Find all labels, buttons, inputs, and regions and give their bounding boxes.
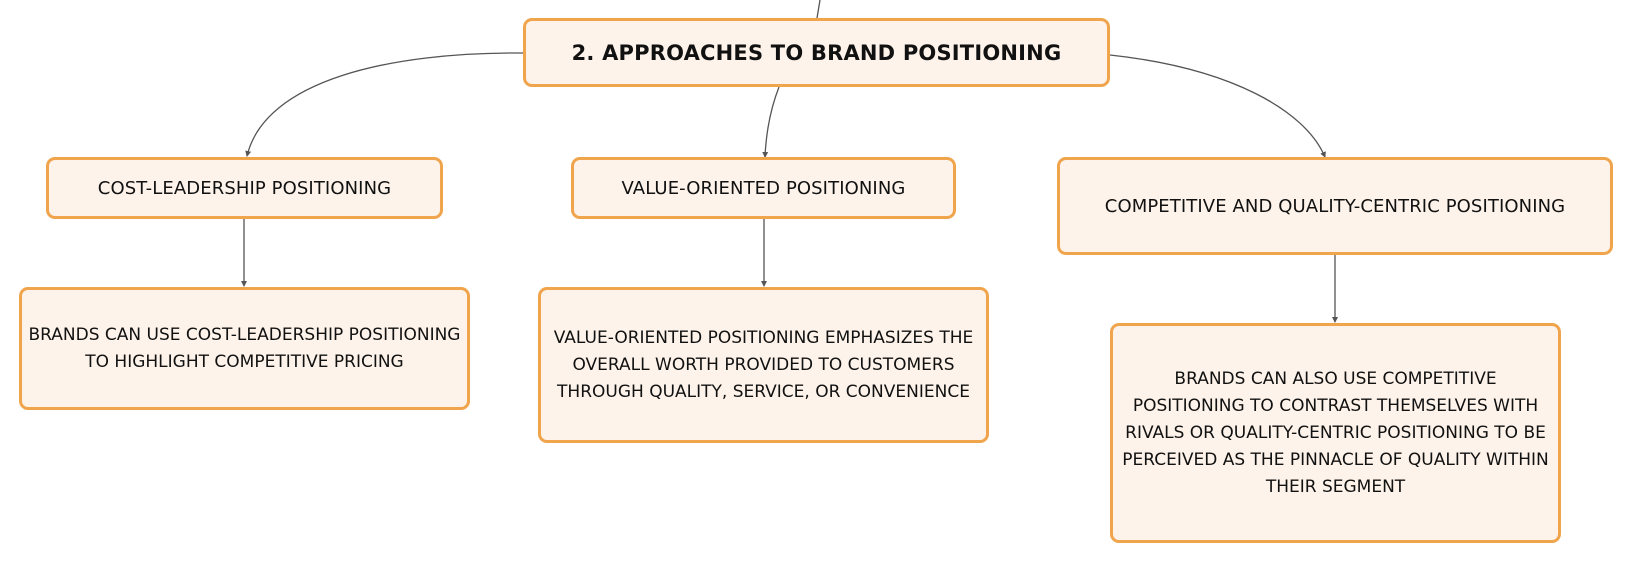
root-node-label: 2. APPROACHES TO BRAND POSITIONING	[571, 40, 1062, 65]
connector-root-to-value-oriented	[762, 86, 780, 158]
detail-node-text: BRANDS CAN ALSO USE COMPETITIVE POSITION…	[1122, 368, 1549, 497]
connector-parent-to-root	[816, 0, 821, 19]
detail-node-competitive[interactable]: BRANDS CAN ALSO USE COMPETITIVE POSITION…	[1110, 323, 1561, 543]
branch-node-value-oriented[interactable]: VALUE-ORIENTED POSITIONING	[571, 157, 956, 219]
detail-node-text: BRANDS CAN USE COST-LEADERSHIP POSITIONI…	[28, 324, 461, 372]
detail-node-cost-leadership[interactable]: BRANDS CAN USE COST-LEADERSHIP POSITIONI…	[19, 287, 470, 410]
detail-node-text: VALUE-ORIENTED POSITIONING EMPHASIZES TH…	[553, 327, 974, 402]
branch-node-cost-leadership[interactable]: COST-LEADERSHIP POSITIONING	[46, 157, 443, 219]
branch-node-label: COMPETITIVE AND QUALITY-CENTRIC POSITION…	[1104, 195, 1566, 217]
root-node[interactable]: 2. APPROACHES TO BRAND POSITIONING	[523, 18, 1110, 87]
connector-root-to-competitive	[1109, 54, 1326, 158]
branch-node-competitive[interactable]: COMPETITIVE AND QUALITY-CENTRIC POSITION…	[1057, 157, 1613, 255]
connector-root-to-cost-leadership	[245, 52, 524, 157]
detail-node-value-oriented[interactable]: VALUE-ORIENTED POSITIONING EMPHASIZES TH…	[538, 287, 989, 443]
branch-node-label: VALUE-ORIENTED POSITIONING	[621, 177, 906, 199]
branch-node-label: COST-LEADERSHIP POSITIONING	[97, 177, 392, 199]
